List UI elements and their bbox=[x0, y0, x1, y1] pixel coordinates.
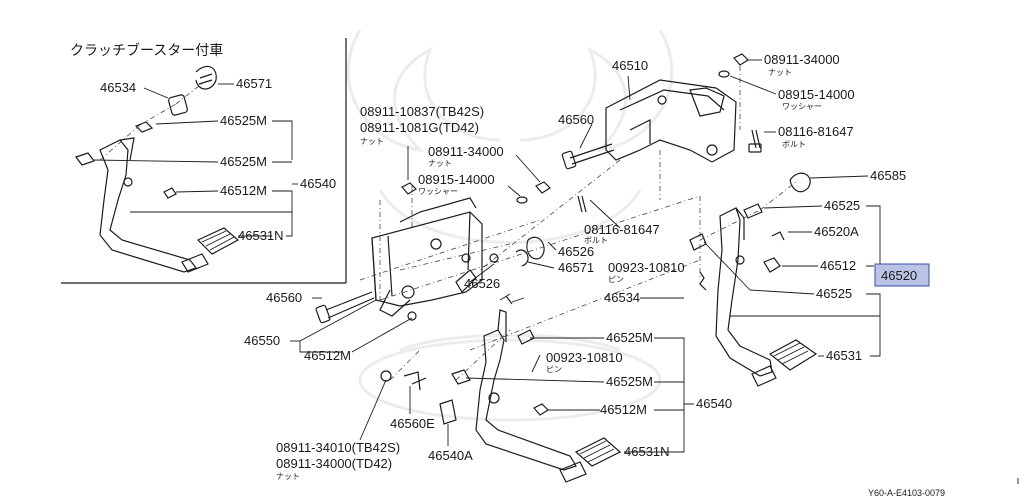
inset-pedal-pad bbox=[196, 227, 240, 255]
spring-46571 bbox=[526, 236, 545, 260]
label-washer-r: ワッシャー bbox=[782, 102, 822, 111]
label-46525M-b: 46525M bbox=[606, 374, 653, 389]
pedal-pad-46531 bbox=[768, 339, 818, 371]
label-bolt-a: ボルト bbox=[584, 236, 608, 245]
label-46526-b: 46526 bbox=[464, 276, 500, 291]
label-46560-top: 46560 bbox=[558, 112, 594, 127]
label-46585: 46585 bbox=[870, 168, 906, 183]
label-washer-a: ワッシャー bbox=[418, 187, 458, 196]
label-08116-81647-a: 08116-81647 bbox=[584, 222, 660, 237]
inset-frame bbox=[61, 38, 347, 284]
inset-nut bbox=[163, 187, 177, 199]
pedal-pad-46531N bbox=[574, 437, 622, 467]
label-08915-14000-a: 08915-14000 bbox=[418, 172, 495, 187]
inset-title: クラッチブースター付車 bbox=[70, 42, 223, 59]
label-nut-c: ナット bbox=[276, 472, 300, 481]
label-46534-inset: 46534 bbox=[100, 80, 136, 95]
label-00923-b: 00923-10810 bbox=[546, 350, 623, 365]
label-08911-34000-tb: 08911-34000(TD42) bbox=[276, 456, 392, 471]
label-00923-a: 00923-10810 bbox=[608, 260, 685, 275]
label-pin-b: ピン bbox=[546, 365, 562, 374]
label-46531N: 46531N bbox=[624, 444, 670, 459]
bolt-46560-top bbox=[561, 143, 615, 170]
top-bracket-46510 bbox=[605, 79, 737, 163]
nut-right bbox=[733, 53, 749, 66]
label-46540A: 46540A bbox=[428, 448, 473, 463]
label-46571: 46571 bbox=[558, 260, 594, 275]
center-hardware bbox=[489, 181, 587, 305]
assembly-lines bbox=[99, 66, 797, 381]
right-pedal-assembly bbox=[689, 172, 818, 387]
label-08911-34000-a: 08911-34000 bbox=[428, 144, 504, 159]
label-46525-a: 46525 bbox=[824, 198, 860, 213]
label-46512M-mid: 46512M bbox=[600, 402, 647, 417]
center-bracket-46550 bbox=[371, 182, 483, 321]
label-46534: 46534 bbox=[604, 290, 640, 305]
label-nut-r: ナット bbox=[768, 68, 792, 77]
label-46526-a: 46526 bbox=[558, 244, 594, 259]
label-46531N-inset: 46531N bbox=[238, 228, 284, 243]
spring-46585 bbox=[789, 172, 811, 193]
label-08915-14000-r: 08915-14000 bbox=[778, 87, 855, 102]
label-46525-b: 46525 bbox=[816, 286, 852, 301]
label-nut-a: ナット bbox=[360, 137, 384, 146]
bolt-right bbox=[751, 129, 761, 149]
spring-b bbox=[515, 249, 529, 267]
label-46531: 46531 bbox=[826, 348, 862, 363]
label-pin-a: ピン bbox=[608, 275, 624, 284]
label-08116-81647-r: 08116-81647 bbox=[778, 124, 854, 139]
highlight-46520[interactable]: 46520 bbox=[874, 263, 930, 287]
label-46525M-inset-a: 46525M bbox=[220, 113, 267, 128]
leader-lines bbox=[93, 59, 881, 453]
label-46540-inset: 46540 bbox=[300, 176, 336, 191]
pin-46540A bbox=[439, 399, 457, 425]
label-46560E: 46560E bbox=[390, 416, 435, 431]
label-08911-10837: 08911-10837(TB42S) bbox=[360, 104, 484, 119]
label-46510: 46510 bbox=[612, 58, 648, 73]
washer-right bbox=[718, 70, 730, 78]
nut-center bbox=[401, 182, 417, 195]
inset-bushing-b bbox=[75, 152, 95, 166]
label-46540: 46540 bbox=[696, 396, 732, 411]
label-46525M-inset-b: 46525M bbox=[220, 154, 267, 169]
label-46512M-inset: 46512M bbox=[220, 183, 267, 198]
diagram-code: Y60-A-E4103-0079 bbox=[868, 478, 1019, 498]
inset-bushing-a bbox=[134, 121, 154, 133]
label-46520A: 46520A bbox=[814, 224, 859, 239]
labels: クラッチブースター付車 46534 46571 46525M 46525M 46… bbox=[70, 42, 906, 481]
label-08911-1081G: 08911-1081G(TD42) bbox=[360, 120, 479, 135]
label-08911-34010: 08911-34010(TB42S) bbox=[276, 440, 400, 455]
label-46512M-left: 46512M bbox=[304, 348, 351, 363]
label-nut-b: ナット bbox=[428, 159, 452, 168]
label-46571-inset: 46571 bbox=[236, 76, 272, 91]
inset-pedal-assembly bbox=[75, 65, 240, 273]
inset-bushing-46534 bbox=[168, 94, 188, 116]
inset-pedal-arm bbox=[99, 139, 197, 273]
label-46560-left: 46560 bbox=[266, 290, 302, 305]
diagram-code-text: Y60-A-E4103-0079 bbox=[868, 488, 945, 498]
inset-spring-46571 bbox=[195, 65, 217, 90]
pin-00923 bbox=[505, 295, 513, 305]
label-46525M-a: 46525M bbox=[606, 330, 653, 345]
label-bolt-r: ボルト bbox=[782, 140, 806, 149]
bolt-46560-left bbox=[315, 291, 375, 324]
label-46512: 46512 bbox=[820, 258, 856, 273]
label-08911-34000-r: 08911-34000 bbox=[764, 52, 840, 67]
label-46550: 46550 bbox=[244, 333, 280, 348]
label-46520[interactable]: 46520 bbox=[881, 268, 917, 283]
